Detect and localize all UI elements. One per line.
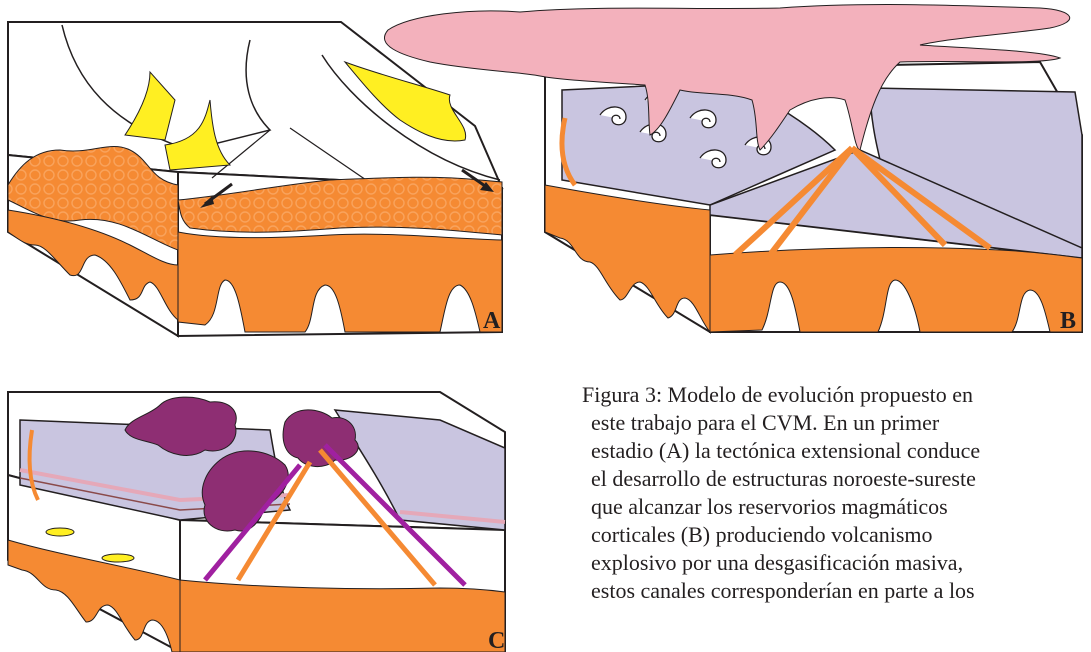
caption-line: estos canales corresponderían en parte a… [582,577,1091,605]
panel-c-yellow-lens-2 [102,554,134,562]
caption-line: corticales (B) produciendo volcanismo [582,521,1091,549]
panel-a-block-diagram: A [8,22,502,336]
caption-line: que alcanzar los reservorios magmáticos [582,493,1091,521]
panel-a-label: A [483,308,501,334]
panel-c-yellow-lens-1 [46,528,74,536]
figure-caption: Figura 3: Modelo de evolución propuesto … [582,381,1091,652]
caption-line: explosivo por una desgasificación masiva… [582,549,1091,577]
panel-b-label: B [1060,308,1076,334]
caption-line: estadio (A) la tectónica extensional con… [582,437,1091,465]
caption-line: Figura 3: Modelo de evolución propuesto … [582,381,1091,409]
panel-c-magma-front [180,580,505,652]
caption-line: este trabajo para el CVM. En un primer [582,409,1091,437]
caption-line: el desarrollo de estructuras noroeste-su… [582,465,1091,493]
panel-c-label: C [488,628,505,652]
panel-c-block-diagram: C [8,392,505,652]
